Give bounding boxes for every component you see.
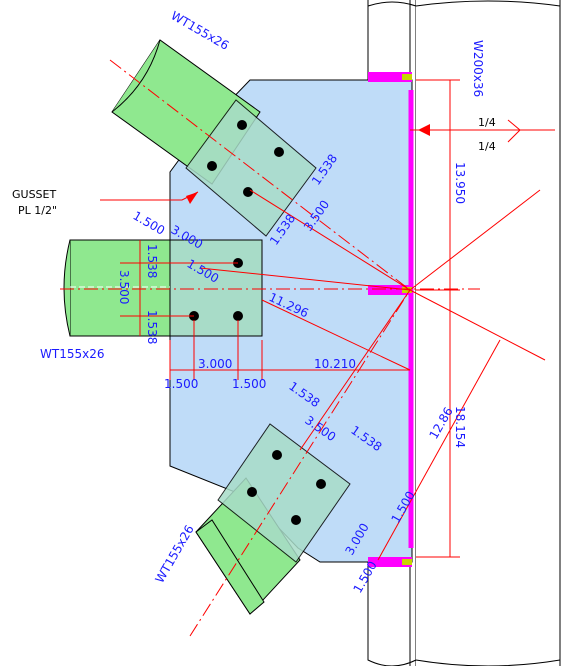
dim-1538-left-b: 1.538	[145, 310, 159, 344]
stiffener-mid	[368, 285, 412, 295]
work-lines	[199, 189, 546, 451]
dim-1538-left-a: 1.538	[145, 244, 159, 278]
dim-3000-left: 3.000	[198, 357, 232, 371]
label-weld-bottom: 1/4	[478, 140, 496, 153]
dim-18154: 18.154	[453, 406, 467, 448]
dim-1500-left-a: 1.500	[164, 377, 198, 391]
label-column: W200x36	[471, 40, 485, 97]
label-brace-bottom-left: WT155x26	[152, 523, 196, 586]
dim-1500-tl: 1.500	[131, 208, 168, 237]
label-weld-top: 1/4	[478, 116, 496, 129]
brace-bottom-left	[189, 289, 411, 637]
gusset-pointer-arrow	[186, 192, 198, 204]
dim-3500-left: 3.500	[117, 270, 131, 304]
weld-arrow	[418, 124, 430, 136]
brace-top-left	[109, 39, 411, 291]
dim-10210: 10.210	[314, 357, 356, 371]
label-brace-left: WT155x26	[40, 347, 104, 361]
brace-left	[60, 239, 480, 337]
dimension-lines	[100, 79, 555, 561]
label-gusset-plate: PL 1/2"	[18, 204, 57, 217]
dim-1500-left-b: 1.500	[232, 377, 266, 391]
label-gusset: GUSSET	[12, 188, 56, 201]
stiffener-top	[368, 72, 412, 82]
stiffener-bottom	[368, 557, 412, 567]
label-brace-top-left: WT155x26	[169, 8, 232, 52]
dim-13950: 13.950	[453, 162, 467, 204]
